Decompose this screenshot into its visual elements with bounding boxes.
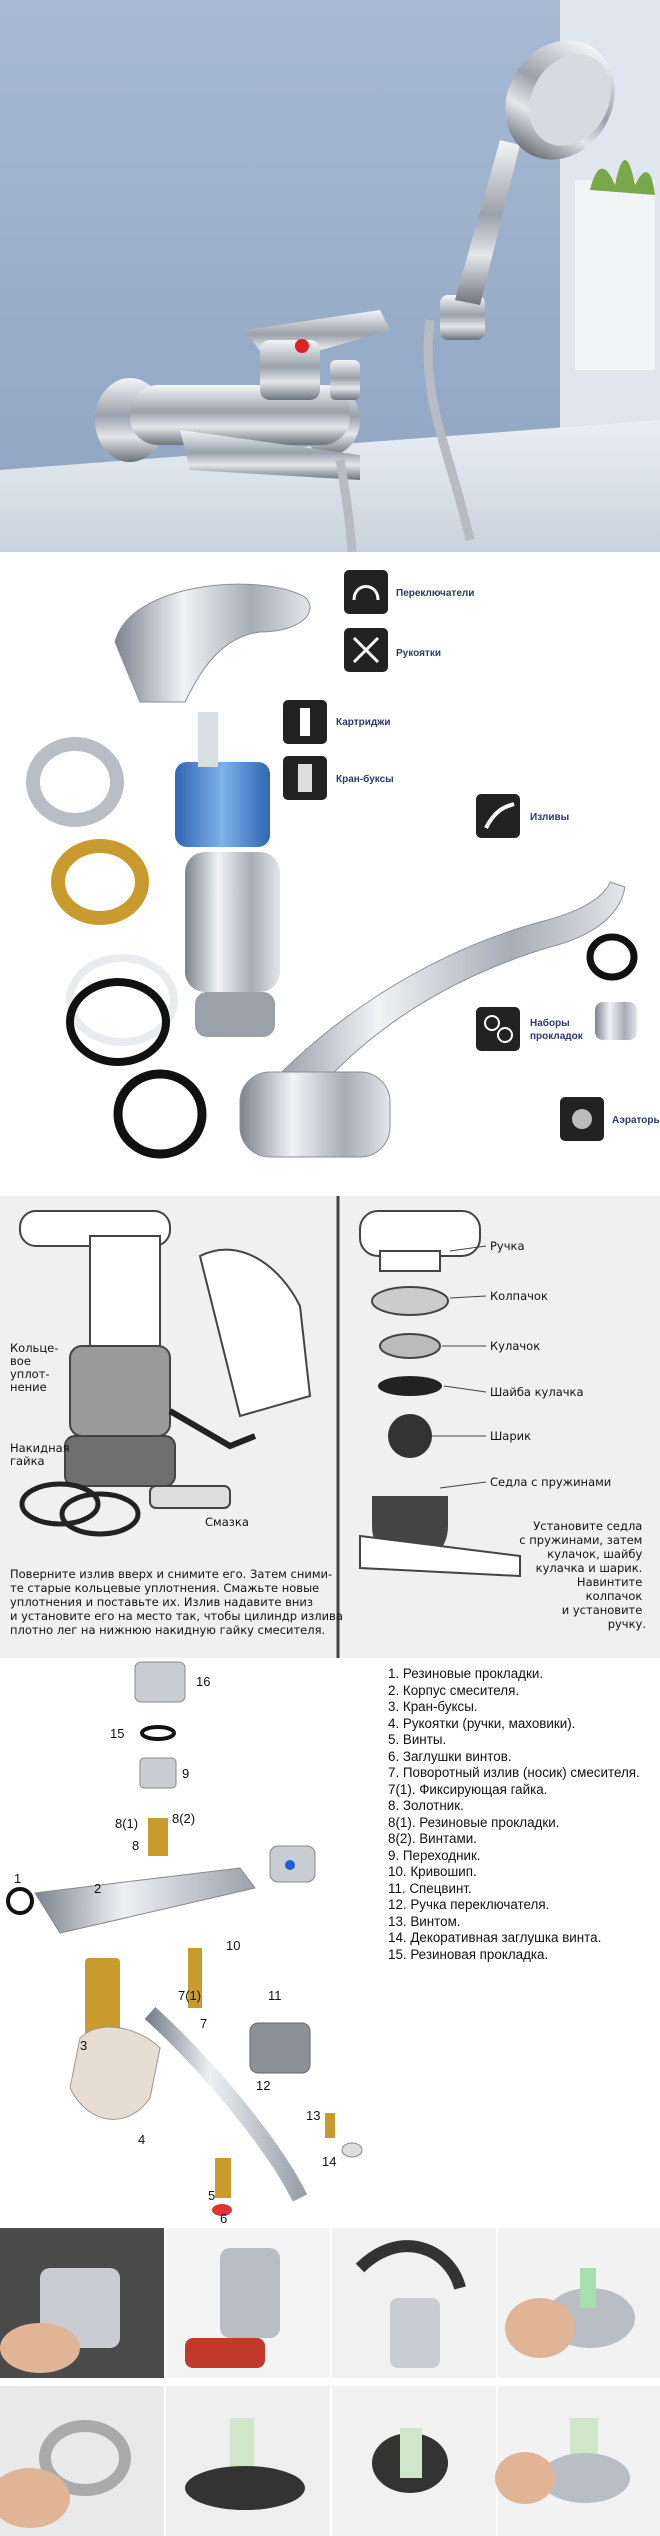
valve-boxes-label: Кран-буксы <box>336 773 394 785</box>
black-gasket-2 <box>113 1069 207 1159</box>
photo-5 <box>0 2386 164 2536</box>
part-number-8: 8 <box>132 1838 139 1853</box>
legend-item: 10. Кривошип. <box>388 1864 477 1879</box>
part-number-2: 2 <box>94 1881 101 1896</box>
cam-label: Кулачок <box>490 1339 540 1353</box>
legend-item: 5. Винты. <box>388 1732 447 1747</box>
spout <box>243 881 626 1113</box>
legend-item: 4. Рукоятки (ручки, маховики). <box>388 1715 576 1731</box>
cartridges-label: Картриджи <box>336 717 391 728</box>
chrome-ring <box>26 737 124 827</box>
handle-label: Ручка <box>490 1239 525 1253</box>
right-caption: Установите седла с пружинами, затем кула… <box>519 1519 646 1631</box>
part-number-14: 14 <box>322 2154 336 2169</box>
part-number-16: 16 <box>196 1674 210 1689</box>
valve-body <box>185 852 280 992</box>
part-number-7-1: 7(1) <box>178 1988 201 2003</box>
photo-4 <box>498 2228 660 2378</box>
photo-3 <box>332 2228 496 2378</box>
part-number-9: 9 <box>182 1766 189 1781</box>
part-number-1: 1 <box>14 1871 21 1886</box>
legend-item: 2. Корпус смесителя. <box>388 1682 520 1698</box>
part-number-6: 6 <box>220 2211 227 2226</box>
legend-item: 11. Спецвинт. <box>388 1880 472 1896</box>
spouts-category[interactable]: Изливы <box>476 794 569 838</box>
part-number-5: 5 <box>208 2188 215 2203</box>
gasket-sets-label-1: Наборы <box>530 1017 570 1029</box>
gasket-sets-label-2: прокладок <box>530 1031 584 1042</box>
photo-2 <box>166 2228 330 2378</box>
bath-mixer-illustration <box>0 0 660 552</box>
handles-label: Рукоятки <box>396 648 441 659</box>
gasket-sets-category[interactable]: Наборы прокладок <box>476 1007 584 1051</box>
part-number-4: 4 <box>138 2132 145 2147</box>
repair-photo-grid <box>0 2228 660 2536</box>
ball-label: Шарик <box>490 1429 531 1443</box>
legend-item: 8. Золотник. <box>388 1798 464 1813</box>
grease-label: Смазка <box>205 1515 249 1529</box>
left-caption: Поверните излив вверх и снимите его. Зат… <box>10 1567 347 1637</box>
cartridges-category[interactable]: Картриджи <box>283 700 391 744</box>
brass-nut <box>51 839 149 925</box>
cap-label: Колпачок <box>490 1289 548 1303</box>
legend-item: 9. Переходник. <box>388 1847 481 1863</box>
part-number-12: 12 <box>256 2078 270 2093</box>
part-number-8-1: 8(1) <box>115 1816 138 1831</box>
cam-washer-label: Шайба кулачка <box>490 1385 584 1399</box>
part-number-10: 10 <box>226 1938 240 1953</box>
part-number-11: 11 <box>268 1988 282 2003</box>
cartridge <box>175 762 270 847</box>
legend-item: 13. Винтом. <box>388 1913 461 1929</box>
black-gasket <box>66 978 170 1066</box>
spouts-label: Изливы <box>530 812 569 823</box>
legend-item: 7. Поворотный излив (носик) смесителя. <box>388 1765 640 1780</box>
legend-item: 1. Резиновые прокладки. <box>388 1666 544 1681</box>
aerators-label: Аэраторы <box>612 1115 660 1126</box>
handles-category[interactable]: Рукоятки <box>344 628 441 672</box>
switches-category[interactable]: Переключатели <box>344 570 474 614</box>
photo-6 <box>166 2386 330 2536</box>
lever-handle <box>114 583 311 703</box>
part-number-13: 13 <box>306 2108 320 2123</box>
photo-7 <box>332 2386 496 2536</box>
exploded-diagram: 16 15 9 8(1) 8 8(2) 1 2 10 7(1) 7 11 3 1… <box>0 1658 660 2228</box>
aerators-category[interactable]: Аэраторы <box>560 1097 660 1141</box>
seats-label: Седла с пружинами <box>490 1475 611 1489</box>
white-gasket <box>66 954 178 1046</box>
part-number-7: 7 <box>200 2016 207 2031</box>
valve-boxes-category[interactable]: Кран-буксы <box>283 756 394 800</box>
parts-legend: 1. Резиновые прокладки. 2. Корпус смесит… <box>388 1666 658 1963</box>
photo-1 <box>0 2228 164 2378</box>
part-number-3: 3 <box>80 2038 87 2053</box>
part-number-15: 15 <box>110 1726 124 1741</box>
legend-item: 15. Резиновая прокладка. <box>388 1946 549 1962</box>
legend-item: 14. Декоративная заглушка винта. <box>388 1930 602 1945</box>
legend-item: 8(2). Винтами. <box>388 1831 477 1846</box>
legend-item: 6. Заглушки винтов. <box>388 1748 512 1764</box>
part-number-8-2: 8(2) <box>172 1811 195 1826</box>
spare-parts-catalog: Переключатели Рукоятки Картриджи Кран-бу… <box>0 552 660 1196</box>
legend-item: 3. Кран-буксы. <box>388 1699 478 1714</box>
switches-label: Переключатели <box>396 588 474 599</box>
legend-item: 12. Ручка переключателя. <box>388 1897 550 1912</box>
photo-8 <box>495 2386 660 2536</box>
hero-photo <box>0 0 660 552</box>
legend-item: 7(1). Фиксирующая гайка. <box>388 1781 548 1797</box>
legend-item: 8(1). Резиновые прокладки. <box>388 1814 560 1830</box>
